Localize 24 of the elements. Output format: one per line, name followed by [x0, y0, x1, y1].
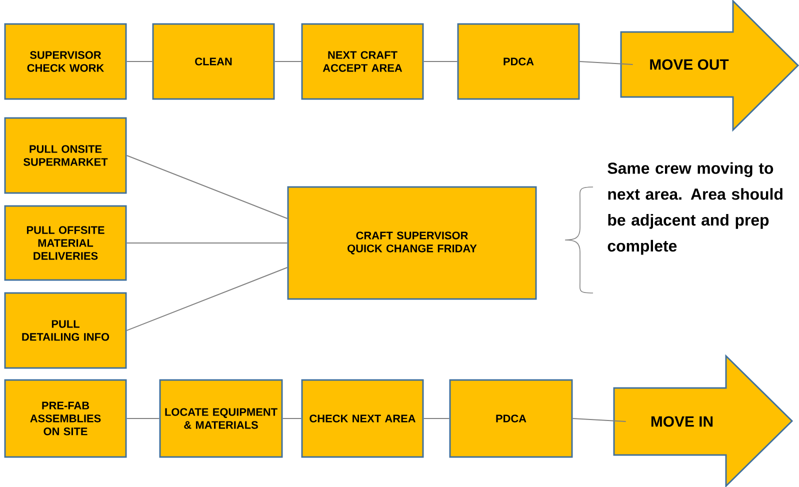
connector-line: [282, 418, 302, 419]
process-box: PDCA: [457, 23, 580, 100]
connector-line: [126, 267, 288, 331]
connector-line: [579, 61, 634, 65]
process-box: CLEAN: [152, 23, 275, 100]
process-box: PULL ONSITE SUPERMARKET: [4, 117, 127, 194]
connector-line: [126, 242, 288, 244]
process-box: PRE-FAB ASSEMBLIES ON SITE: [4, 379, 127, 458]
connector-line: [423, 418, 450, 419]
process-box: CHECK NEXT AREA: [301, 379, 424, 458]
process-box: SUPERVISOR CHECK WORK: [4, 23, 127, 100]
connector-line: [126, 155, 288, 219]
connector-line: [126, 418, 160, 419]
process-box: LOCATE EQUIPMENT & MATERIALS: [159, 379, 283, 458]
process-box: CRAFT SUPERVISOR QUICK CHANGE FRIDAY: [287, 186, 537, 300]
connector-line: [423, 61, 458, 62]
process-box: PULL OFFSITE MATERIAL DELIVERIES: [4, 205, 127, 281]
connector-line: [126, 61, 153, 62]
connector-line: [572, 418, 626, 422]
note-text: Same crew moving to next area. Area should be adjacent and prep complete: [608, 162, 782, 255]
process-box: NEXT CRAFT ACCEPT AREA: [301, 23, 424, 100]
process-box: PULL DETAILING INFO: [4, 292, 127, 369]
connector-line: [274, 61, 302, 62]
process-box: PDCA: [449, 379, 573, 458]
